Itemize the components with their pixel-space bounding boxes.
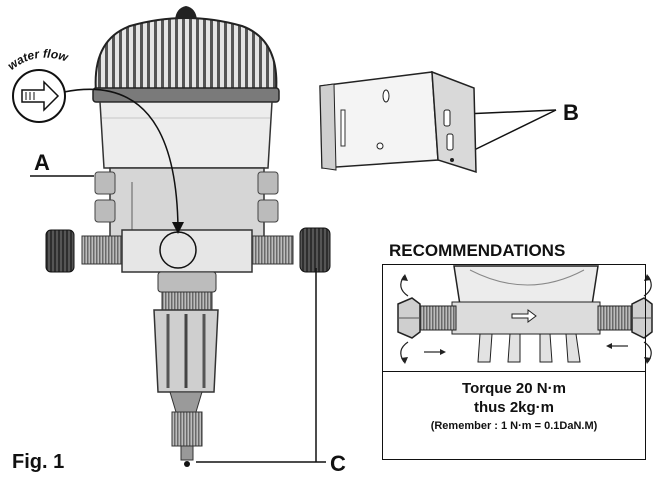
leader-b-2: [469, 109, 557, 153]
torque-line-2: thus 2kg·m: [473, 399, 554, 416]
recommendations-divider: [383, 371, 645, 372]
pump-motor-housing: [109, 167, 265, 239]
inlet-thread: [81, 235, 128, 265]
leader-b-1: [463, 109, 557, 115]
pump-dome-cap: [94, 17, 278, 93]
bracket-side-plate: [431, 70, 477, 174]
dosing-end-fitting: [171, 411, 203, 447]
flow-path-arrow: [63, 88, 179, 229]
recommendation-detail-drawing: [397, 265, 653, 364]
torque-spec: Torque 20 N·m thus 2kg·m (Remember : 1 N…: [383, 379, 645, 434]
label-a: A: [34, 150, 50, 175]
flow-path-arrowhead: [172, 222, 184, 234]
bracket-keyhole: [382, 89, 390, 103]
suction-port: [184, 461, 190, 467]
inlet-union-nut: [45, 229, 75, 273]
dosing-nut: [161, 291, 213, 311]
label-c: C: [330, 451, 346, 476]
pump-upper-body: [99, 101, 273, 169]
torque-line-1: Torque 20 N·m: [462, 380, 566, 397]
dosing-pump: [45, 6, 331, 467]
recommendations-title: RECOMMENDATIONS: [389, 241, 566, 260]
detail-flow-arrow: [511, 309, 537, 323]
flow-arrow-icon: [21, 80, 60, 112]
bracket-back-plate: [319, 71, 439, 169]
recommendations-box: Torque 20 N·m thus 2kg·m (Remember : 1 N…: [382, 264, 646, 460]
wall-bracket: [319, 70, 477, 174]
svg-text:water flow: water flow: [5, 47, 70, 73]
water-flow-label: water flow: [5, 47, 70, 73]
figure-caption: Fig. 1: [12, 451, 65, 473]
detail-left-thread: [417, 305, 457, 331]
dosing-collar: [157, 271, 217, 293]
label-b: B: [563, 100, 579, 125]
torque-note: (Remember : 1 N·m = 0.1DaN.M): [430, 420, 598, 432]
outlet-thread: [247, 235, 294, 265]
pump-top-knob: [175, 6, 197, 20]
outlet-union-nut: [299, 227, 331, 273]
